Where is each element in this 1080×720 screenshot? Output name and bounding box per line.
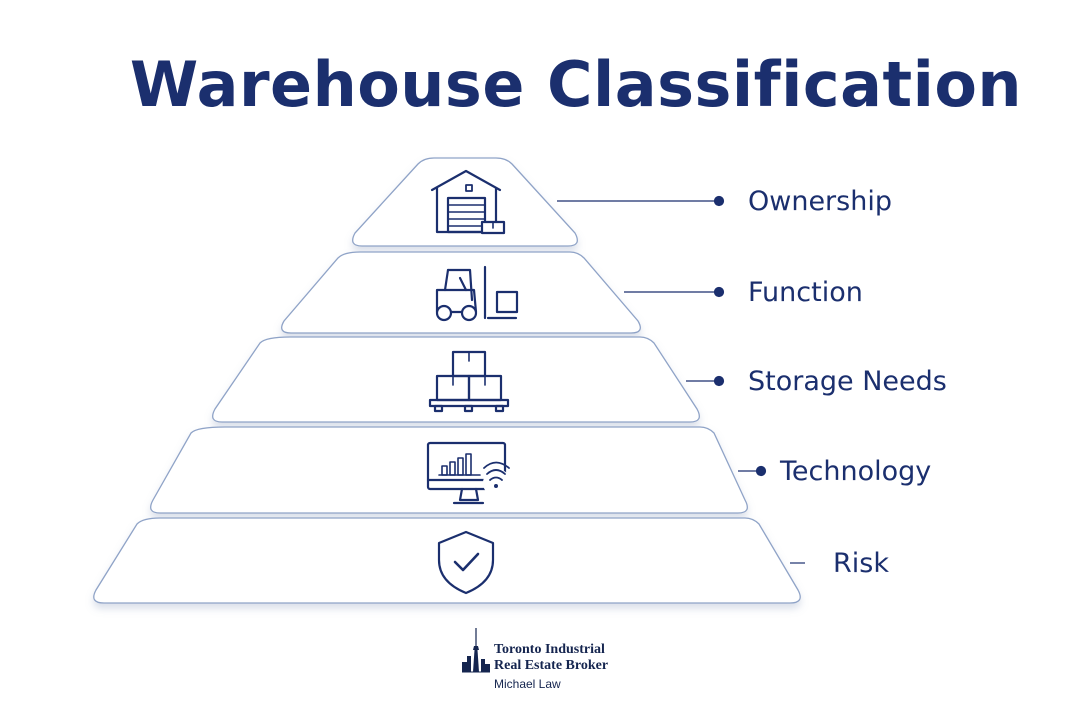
pyramid-tier-ownership: [352, 157, 578, 247]
warehouse-icon: [430, 169, 506, 235]
connector-ownership: [557, 195, 725, 207]
pallet-boxes-icon: [428, 350, 510, 413]
monitor-analytics-icon: [426, 441, 511, 505]
logo-name-line-2: Real Estate Broker: [494, 658, 609, 673]
shield-check-icon: [437, 530, 495, 595]
pyramid-tier-technology: [150, 426, 748, 514]
connector-function: [624, 286, 725, 298]
connector-technology: [738, 465, 767, 477]
tier-label-ownership: Ownership: [748, 186, 892, 217]
tier-label-storage-needs: Storage Needs: [748, 366, 947, 397]
pyramid-tier-storage-needs: [212, 336, 700, 423]
tier-label-function: Function: [748, 277, 863, 308]
logo-subtitle: Michael Law: [494, 677, 561, 691]
tier-label-risk: Risk: [833, 548, 889, 579]
forklift-icon: [435, 265, 519, 322]
logo-name-line-1: Toronto Industrial: [494, 642, 605, 657]
connector-storage-needs: [686, 375, 725, 387]
tier-label-technology: Technology: [780, 456, 932, 487]
cn-tower-skyline-icon: [462, 628, 490, 673]
pyramid-tier-risk: [93, 517, 801, 604]
company-logo: Toronto Industrial Real Estate Broker Mi…: [460, 626, 660, 696]
pyramid-tier-function: [281, 251, 641, 334]
page-title: Warehouse Classification: [129, 48, 1023, 121]
